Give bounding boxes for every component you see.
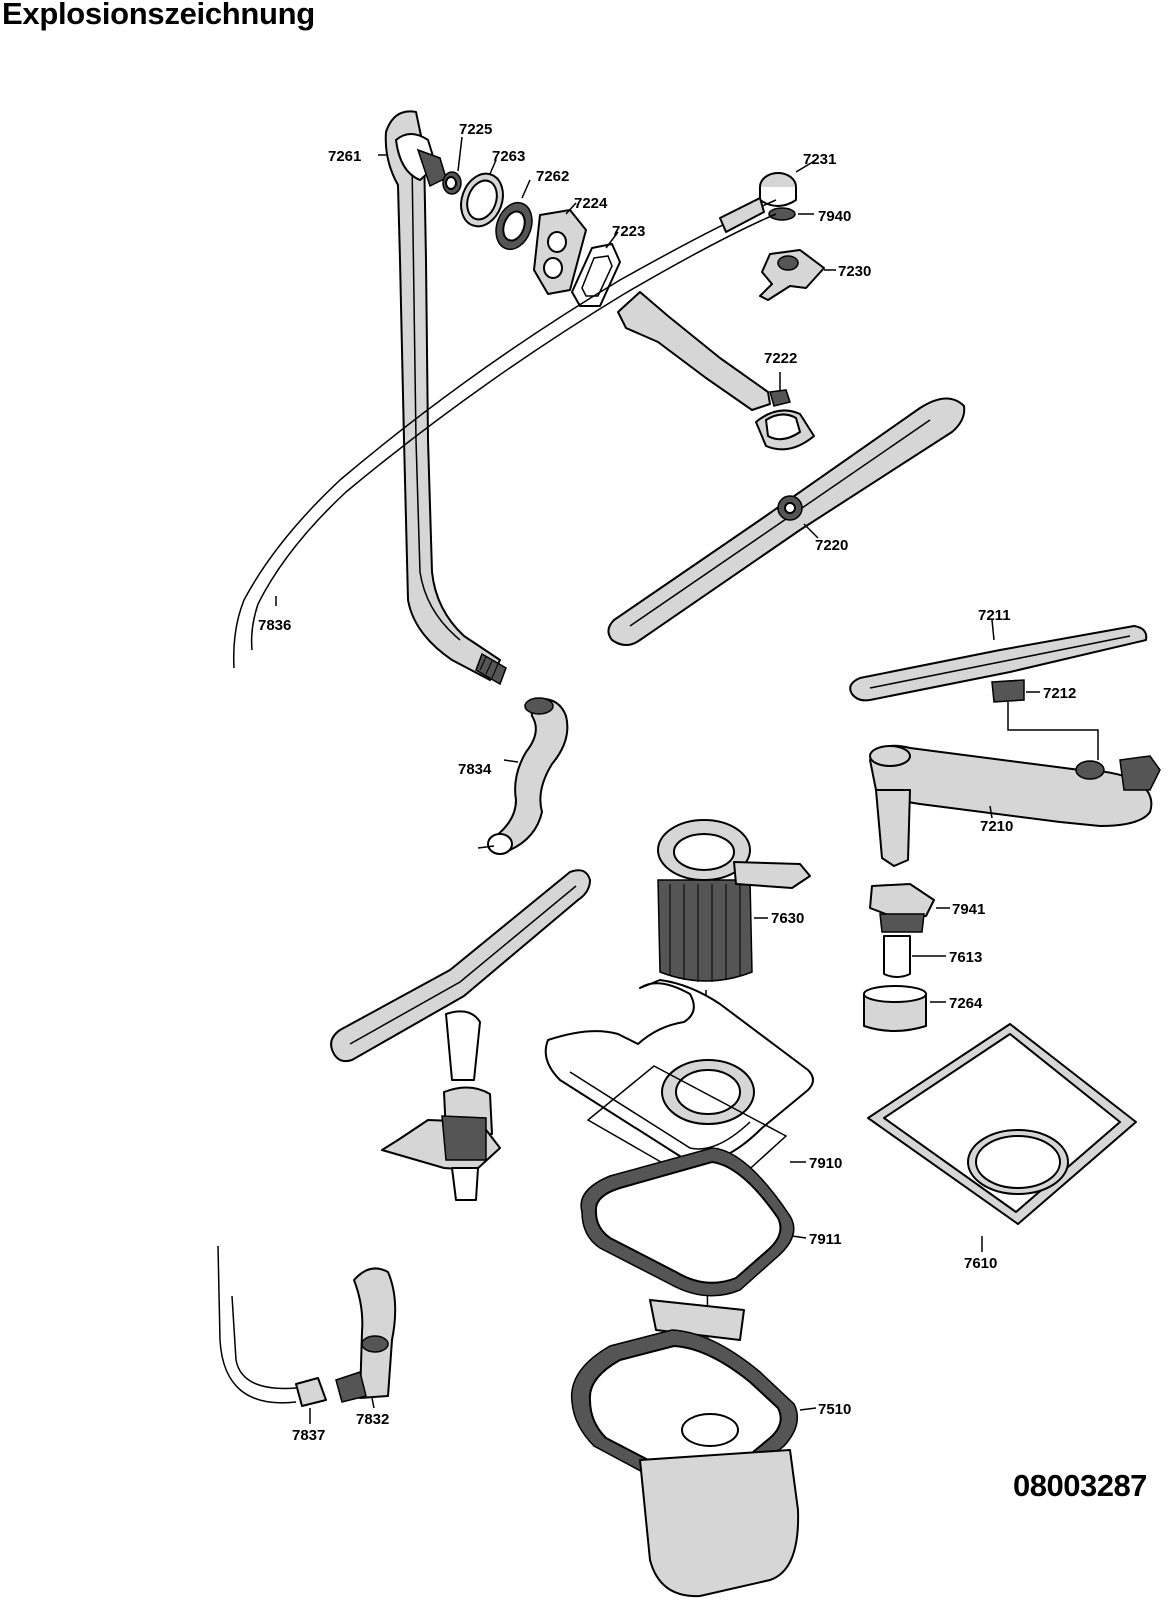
part-7223-gasket <box>571 231 621 307</box>
part-7230-connector <box>759 249 836 301</box>
part-7262-bayonet-ring <box>495 179 533 251</box>
part-labels: 7261 7225 7263 7262 7224 7223 7231 7940 … <box>258 121 1076 1444</box>
part-7940-ring <box>768 207 814 221</box>
label-7940: 7940 <box>818 208 851 225</box>
label-7261: 7261 <box>328 148 361 165</box>
label-7230: 7230 <box>838 263 871 280</box>
part-7630-filter <box>657 819 811 1421</box>
label-7222: 7222 <box>764 350 797 367</box>
part-7910-drain-tray <box>544 979 814 1197</box>
part-7832-drain-elbow <box>335 1267 397 1409</box>
part-7911-seal-frame <box>580 1147 807 1297</box>
part-7613-tube <box>883 935 946 978</box>
label-7510: 7510 <box>818 1401 851 1418</box>
label-7263: 7263 <box>492 148 525 165</box>
label-7212: 7212 <box>1043 685 1076 702</box>
part-7837-hose-sleeve <box>217 1245 327 1424</box>
label-7834: 7834 <box>458 761 492 778</box>
label-7223: 7223 <box>612 223 645 240</box>
label-7941: 7941 <box>952 901 985 918</box>
part-7836-hose <box>232 197 777 669</box>
label-7837: 7837 <box>292 1427 325 1444</box>
part-7261-supply-pipe <box>378 110 507 686</box>
part-7220-spray-arm <box>607 397 966 646</box>
part-7211-spray-arm-top <box>849 619 1148 702</box>
part-7210-spray-arm-with-pipe <box>869 744 1161 867</box>
label-7832: 7832 <box>356 1411 389 1428</box>
label-7225: 7225 <box>459 121 492 138</box>
part-7510-sump-housing <box>570 1299 817 1598</box>
document-number: 08003287 <box>1013 1468 1147 1503</box>
label-7262: 7262 <box>536 168 569 185</box>
label-7613: 7613 <box>949 949 982 966</box>
label-7211: 7211 <box>978 607 1011 624</box>
part-7941-fitting <box>869 883 950 933</box>
label-7836: 7836 <box>258 617 291 634</box>
part-7224-clip-block <box>533 202 587 295</box>
label-7630: 7630 <box>771 910 804 927</box>
label-7910: 7910 <box>809 1155 842 1172</box>
part-7231-cap <box>759 159 817 207</box>
part-7264-nut <box>863 985 946 1032</box>
label-7220: 7220 <box>815 537 848 554</box>
part-7222-arm-connector <box>617 291 815 451</box>
part-7610-square-tray <box>867 1023 1137 1252</box>
label-7264: 7264 <box>949 995 983 1012</box>
part-7212-hub <box>991 679 1099 760</box>
part-7834-elbow-hose <box>477 697 569 855</box>
label-7911: 7911 <box>809 1231 842 1248</box>
label-7231: 7231 <box>803 151 836 168</box>
label-7210: 7210 <box>980 818 1013 835</box>
diagram-title: Explosionszeichnung <box>2 0 315 31</box>
label-7610: 7610 <box>964 1255 997 1272</box>
part-7263-seal-ring <box>460 159 504 228</box>
lower-spray-arm <box>330 869 591 1201</box>
label-7224: 7224 <box>574 195 608 212</box>
part-7225-nut <box>442 136 463 195</box>
